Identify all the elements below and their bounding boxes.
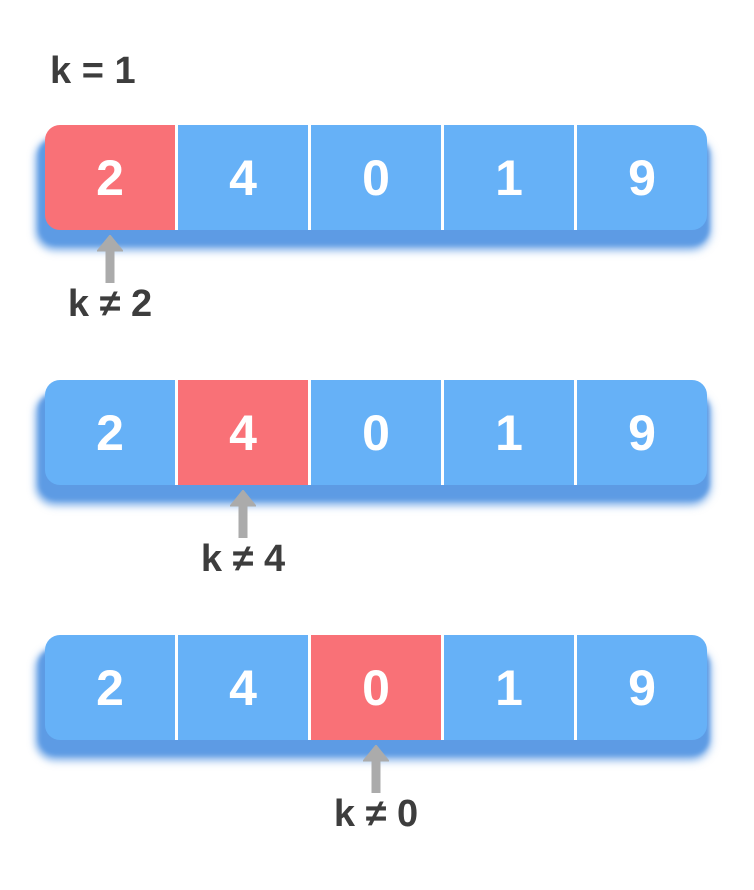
cell-divider	[308, 125, 311, 230]
cell-value: 0	[362, 404, 390, 461]
cell-value: 4	[229, 659, 257, 716]
cell-divider	[308, 635, 311, 740]
array-row: 2 4 0 1 9	[38, 635, 710, 756]
cell-divider	[441, 380, 444, 485]
array-cell: 4	[178, 635, 308, 740]
cell-value: 0	[362, 659, 390, 716]
array-cell: 9	[577, 635, 707, 740]
array-cell: 1	[444, 635, 574, 740]
cell-divider	[308, 380, 311, 485]
cell-value: 9	[628, 659, 656, 716]
array-cell: 0	[311, 635, 441, 740]
step-caption: k ≠ 4	[200, 538, 286, 580]
cell-value: 9	[628, 404, 656, 461]
cell-value: 2	[96, 149, 124, 206]
cell-divider	[574, 125, 577, 230]
cell-divider	[175, 635, 178, 740]
cell-value: 2	[96, 659, 124, 716]
cell-divider	[574, 635, 577, 740]
array-cell: 0	[311, 125, 441, 230]
cell-divider	[175, 380, 178, 485]
array-cell: 9	[577, 380, 707, 485]
array-cell: 2	[45, 635, 175, 740]
cell-value: 0	[362, 149, 390, 206]
cell-value: 4	[229, 404, 257, 461]
array-cell: 1	[444, 125, 574, 230]
search-step-2: 2 4 0 1 9 k ≠ 4	[0, 380, 754, 620]
cell-divider	[574, 380, 577, 485]
up-arrow-icon	[363, 745, 389, 793]
cell-divider	[441, 125, 444, 230]
array-cell: 0	[311, 380, 441, 485]
k-value-label: k = 1	[50, 50, 136, 92]
cell-value: 1	[495, 659, 523, 716]
up-arrow-icon	[97, 235, 123, 283]
array-row: 2 4 0 1 9	[38, 125, 710, 246]
cell-value: 2	[96, 404, 124, 461]
cell-divider	[441, 635, 444, 740]
array-cell: 2	[45, 125, 175, 230]
search-step-3: 2 4 0 1 9 k ≠ 0	[0, 635, 754, 875]
step-caption: k ≠ 2	[67, 283, 153, 325]
up-arrow-icon	[230, 490, 256, 538]
array-cells: 2 4 0 1 9	[45, 380, 707, 485]
cell-divider	[175, 125, 178, 230]
array-cell: 1	[444, 380, 574, 485]
array-cells: 2 4 0 1 9	[45, 125, 707, 230]
cell-value: 4	[229, 149, 257, 206]
cell-value: 1	[495, 404, 523, 461]
array-cell: 9	[577, 125, 707, 230]
array-cell: 4	[178, 125, 308, 230]
cell-value: 9	[628, 149, 656, 206]
array-row: 2 4 0 1 9	[38, 380, 710, 501]
array-cell: 2	[45, 380, 175, 485]
array-cells: 2 4 0 1 9	[45, 635, 707, 740]
array-cell: 4	[178, 380, 308, 485]
step-caption: k ≠ 0	[333, 793, 419, 835]
search-step-1: 2 4 0 1 9 k ≠ 2	[0, 125, 754, 365]
cell-value: 1	[495, 149, 523, 206]
